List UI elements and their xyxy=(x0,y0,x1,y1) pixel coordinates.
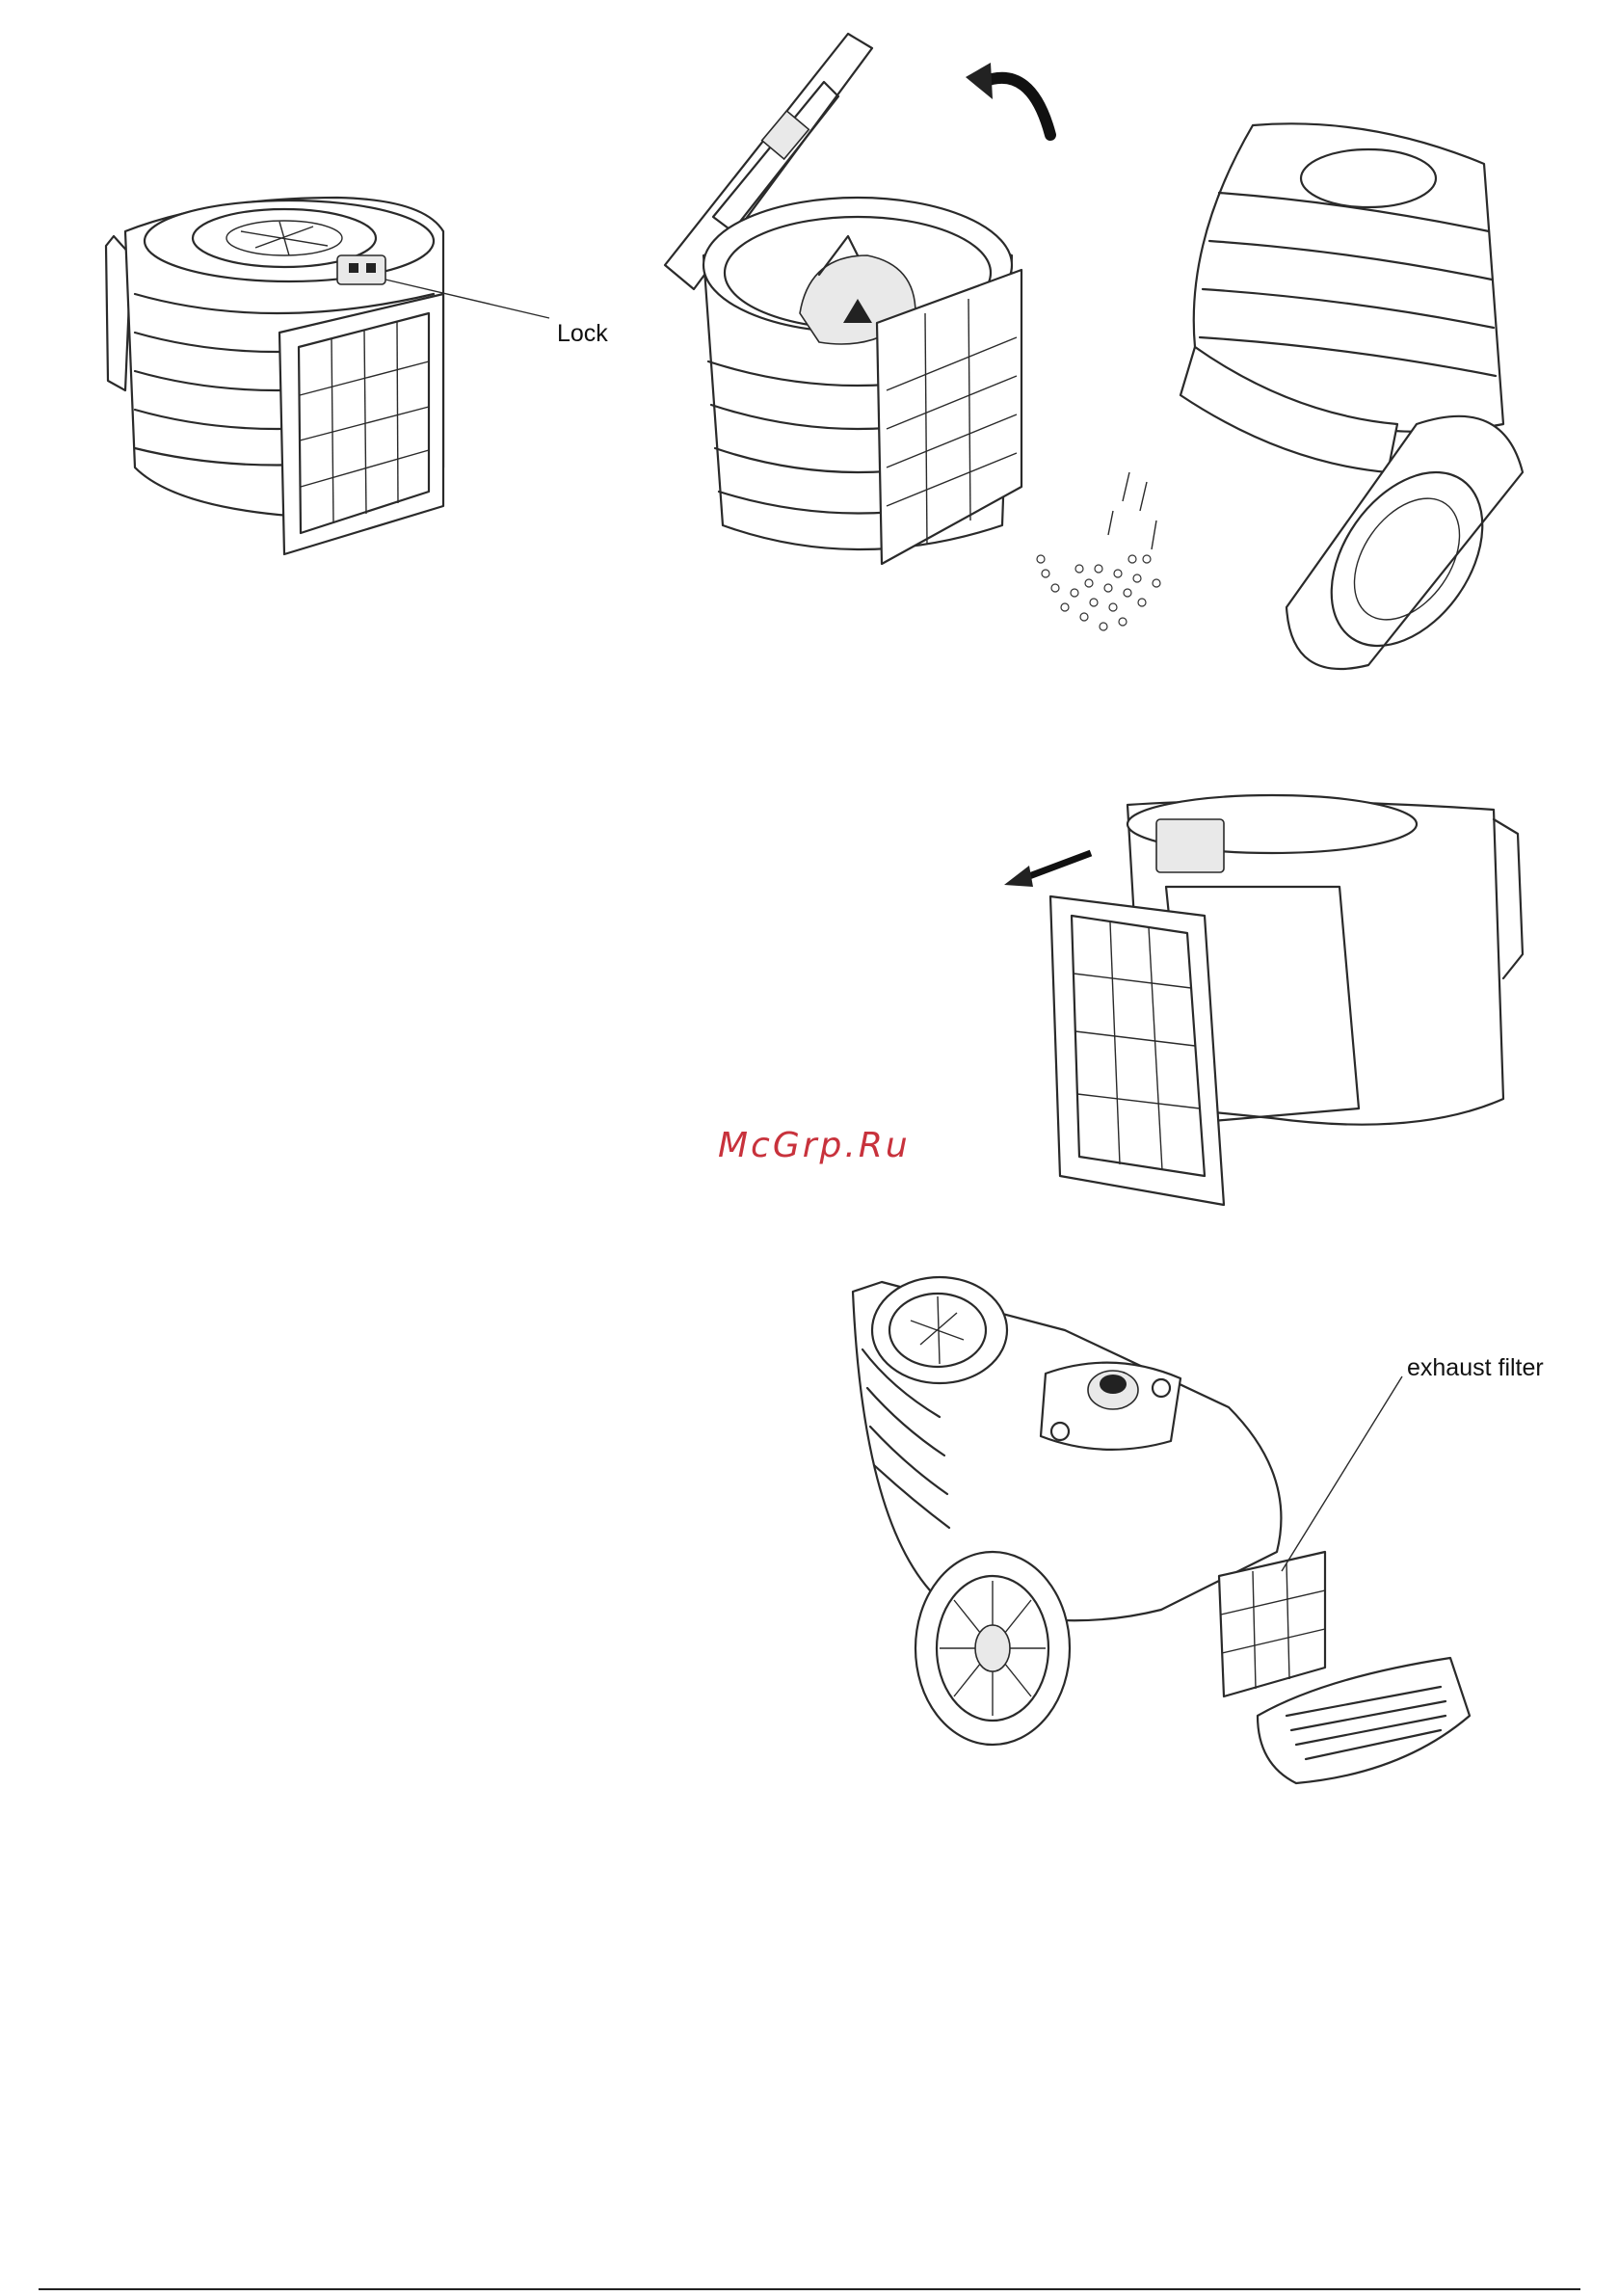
figure-filter-removal xyxy=(983,790,1561,1215)
dust-container-icon xyxy=(96,188,636,574)
emptying-icon xyxy=(1002,106,1600,684)
figure-dust-container-closed xyxy=(96,188,636,574)
filter-removal-icon xyxy=(983,790,1561,1215)
vacuum-cleaner-icon xyxy=(824,1263,1499,1802)
lock-label: Lock xyxy=(557,320,608,348)
watermark: McGrp.Ru xyxy=(718,1126,911,1165)
figure-exhaust-filter-removal xyxy=(824,1263,1499,1802)
figure-dust-container-emptying xyxy=(1002,106,1600,684)
exhaust-filter-label: exhaust filter xyxy=(1407,1354,1544,1382)
page-footer-line xyxy=(39,2288,1580,2290)
